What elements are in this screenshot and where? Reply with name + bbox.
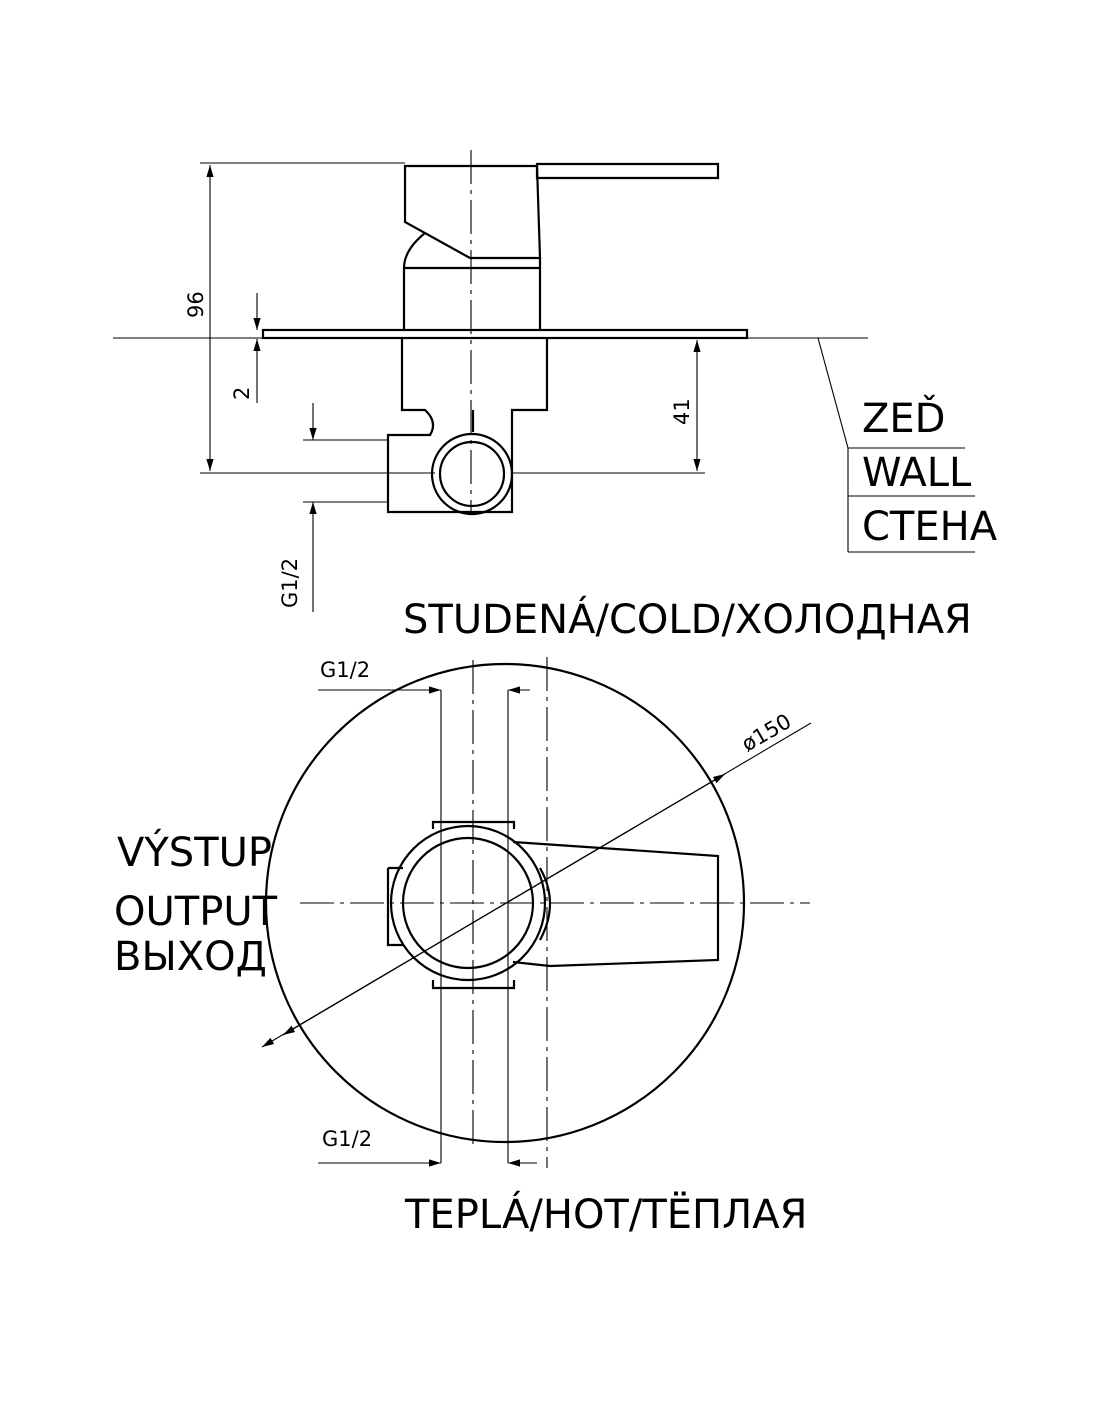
- lever-side: [535, 162, 720, 180]
- dim-g12-side-label: G1/2: [278, 558, 302, 608]
- wall-legend: ZEĎ WALL СТЕНА: [847, 394, 998, 553]
- dim-2-label: 2: [230, 387, 254, 400]
- dim-96-label: 96: [184, 291, 208, 318]
- wall-leader: [817, 337, 849, 449]
- handle-body-side: [403, 164, 542, 260]
- output-label-ru: ВЫХОД: [114, 934, 267, 980]
- handle-neck: [402, 232, 542, 330]
- output-label-cz: VÝSTUP: [117, 828, 272, 876]
- outlet-pipe-outer: [430, 432, 514, 516]
- wall-label-en: WALL: [862, 450, 972, 496]
- side-view: 96 2 41 G1/2: [113, 150, 868, 612]
- wall-label-ru: СТЕНА: [862, 504, 998, 550]
- hot-inlet-label: TEPLÁ/HOT/TЁПЛАЯ: [404, 1190, 807, 1238]
- output-label-en: OUTPUT: [114, 889, 278, 935]
- front-view: STUDENÁ/COLD/ХОЛОДНАЯ TEPLÁ/HOT/TЁПЛАЯ V…: [114, 595, 972, 1238]
- lever-front: [512, 840, 720, 968]
- dim-g12-hot-label: G1/2: [322, 1127, 372, 1151]
- outlet-pipe-inner: [438, 440, 506, 508]
- dim-g12-cold-label: G1/2: [320, 658, 370, 682]
- dim-41-label: 41: [670, 398, 694, 425]
- wall-label-cz: ZEĎ: [862, 394, 945, 442]
- valve-body-side: [386, 338, 549, 514]
- cold-inlet-label: STUDENÁ/COLD/ХОЛОДНАЯ: [403, 595, 972, 643]
- cover-plate: [261, 328, 749, 340]
